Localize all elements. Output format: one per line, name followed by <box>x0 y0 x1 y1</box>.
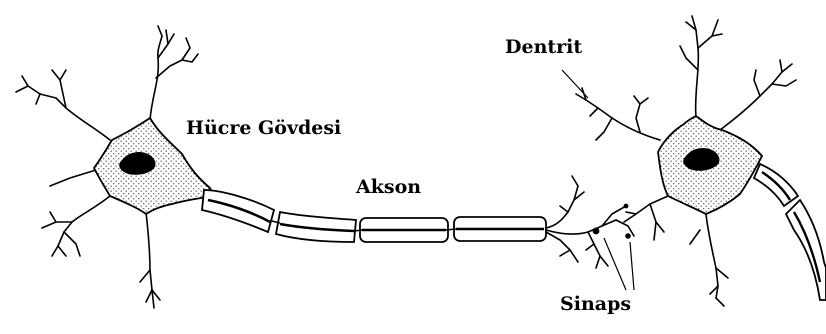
myelin-segment-1 <box>202 190 274 232</box>
label-synapse: Sinaps <box>560 293 631 315</box>
pointer-lines <box>562 70 634 290</box>
synapse-pointer-2 <box>630 242 634 290</box>
myelin-segment-2 <box>276 212 356 242</box>
dendrite-pointer <box>562 70 588 98</box>
label-dendrite: Dentrit <box>505 36 582 58</box>
label-axon: Akson <box>356 176 421 198</box>
right-axon <box>754 164 826 300</box>
label-cell-body: Hücre Gövdesi <box>186 117 341 139</box>
axon-terminals <box>546 176 634 268</box>
